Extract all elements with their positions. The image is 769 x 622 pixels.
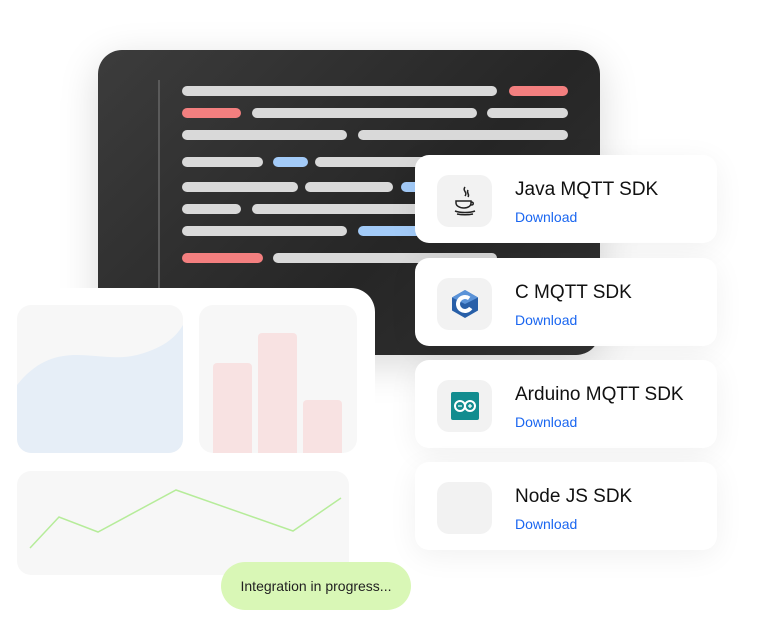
download-link[interactable]: Download [515, 312, 578, 328]
arduino-icon [437, 380, 492, 432]
code-line [358, 130, 568, 140]
sdk-card-arduino: Arduino MQTT SDK Download [415, 360, 717, 448]
java-icon [437, 175, 492, 227]
bar [213, 363, 252, 453]
code-token [182, 108, 241, 118]
code-line [305, 182, 393, 192]
status-pill: Integration in progress... [221, 562, 411, 610]
sdk-card-nodejs: Node JS SDK Download [415, 462, 717, 550]
code-token [273, 157, 308, 167]
sdk-title: Java MQTT SDK [515, 179, 659, 200]
code-token [182, 253, 263, 263]
code-line [182, 130, 347, 140]
c-icon [437, 278, 492, 330]
download-link[interactable]: Download [515, 414, 578, 430]
code-line [182, 204, 241, 214]
area-chart [17, 325, 183, 453]
download-link[interactable]: Download [515, 516, 578, 532]
sdk-card-java: Java MQTT SDK Download [415, 155, 717, 243]
code-line [182, 226, 347, 236]
code-line [252, 108, 477, 118]
code-line [182, 86, 497, 96]
code-line [182, 157, 263, 167]
line-chart-card [17, 471, 349, 575]
code-line [273, 253, 497, 263]
bar [258, 333, 297, 453]
nodejs-icon [437, 482, 492, 534]
sdk-title: C MQTT SDK [515, 282, 632, 303]
code-line [252, 204, 452, 214]
code-line [487, 108, 568, 118]
sdk-title: Node JS SDK [515, 486, 633, 507]
code-token [509, 86, 568, 96]
code-line [315, 157, 515, 167]
area-chart-card [17, 305, 183, 453]
download-link[interactable]: Download [515, 209, 578, 225]
sdk-card-c: C MQTT SDK Download [415, 258, 717, 346]
bar [303, 400, 342, 453]
code-line [182, 182, 298, 192]
sdk-title: Arduino MQTT SDK [515, 384, 684, 405]
code-token [358, 226, 438, 236]
line-chart [29, 489, 342, 549]
bar-chart-card [199, 305, 357, 453]
dashboard-panel [0, 288, 375, 598]
editor-gutter-line [158, 80, 160, 290]
